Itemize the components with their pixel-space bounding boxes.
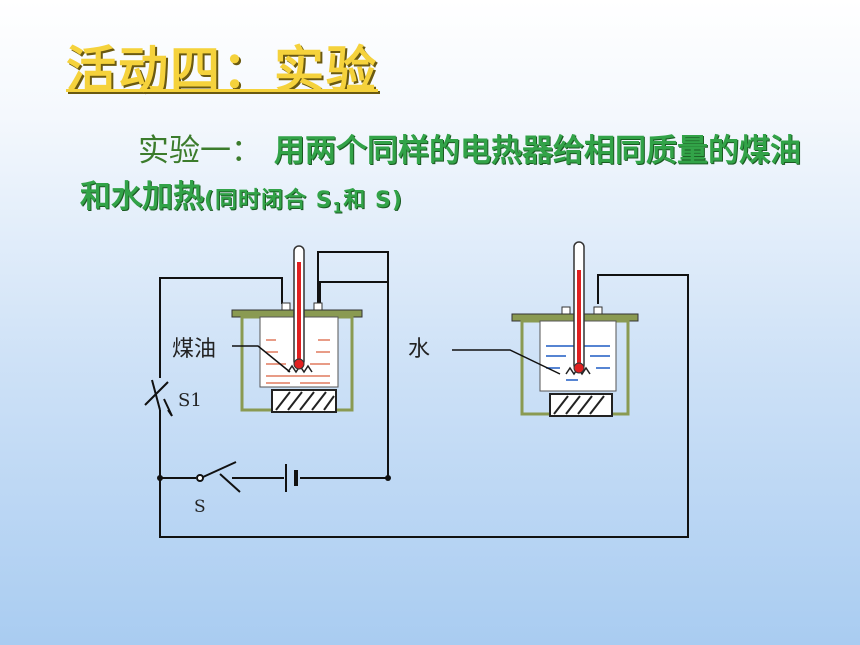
kerosene-label: 煤油 — [172, 337, 216, 362]
water-thermometer — [573, 241, 585, 374]
circuit-wires — [159, 251, 689, 538]
experiment-description: 实验一：用两个同样的电热器给相同质量的煤油和水加热(同时闭合 S1和 S) — [80, 128, 820, 231]
water-label: 水 — [408, 337, 430, 362]
experiment-text: 用两个同样的电热器给相同质量的煤油和水加热 — [80, 133, 801, 215]
experiment-note: (同时闭合 S1和 S) — [204, 188, 403, 217]
switch-s1-label: S1 — [178, 390, 202, 411]
switch-s1 — [144, 379, 173, 417]
battery — [285, 464, 298, 492]
switch-s — [196, 461, 241, 493]
switch-s-label: S — [194, 497, 206, 517]
experiment-lead: 实验一： — [138, 133, 262, 169]
kerosene-thermometer — [293, 245, 305, 370]
slide-title: 活动四：实验 — [66, 41, 378, 99]
